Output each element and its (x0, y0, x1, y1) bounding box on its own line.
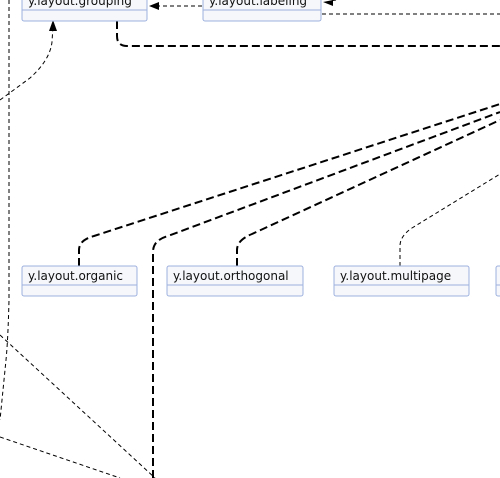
node-label-labeling: y.layout.labeling (209, 0, 307, 8)
arrowhead-into-grouping (49, 20, 57, 31)
edge-bottom-left-1 (0, 334, 156, 478)
node-label-orthogonal: y.layout.orthogonal (173, 269, 289, 283)
arrowhead-labeling-to-grouping (149, 2, 159, 10)
node-label-grouping: y.layout.grouping (28, 0, 132, 8)
edge-to-orthogonal (236, 119, 500, 266)
arrowhead-into-labeling (323, 0, 333, 6)
node-organic[interactable]: y.layout.organic (21, 265, 138, 297)
node-labeling[interactable]: y.layout.labeling (202, 0, 322, 22)
edge-into-grouping (0, 25, 54, 101)
edge-to-multipage (399, 173, 500, 266)
edge-grouping-bus (116, 21, 500, 47)
edge-to-organic (78, 103, 500, 266)
node-label-multipage: y.layout.multipage (340, 269, 451, 283)
node-grouping[interactable]: y.layout.grouping (21, 0, 148, 22)
node-partial-right[interactable] (495, 265, 500, 297)
edge-bottom-left-2 (0, 436, 121, 478)
node-orthogonal[interactable]: y.layout.orthogonal (166, 265, 304, 297)
edge-left-vertical (0, 0, 10, 421)
node-multipage[interactable]: y.layout.multipage (333, 265, 470, 297)
node-label-organic: y.layout.organic (28, 269, 123, 283)
